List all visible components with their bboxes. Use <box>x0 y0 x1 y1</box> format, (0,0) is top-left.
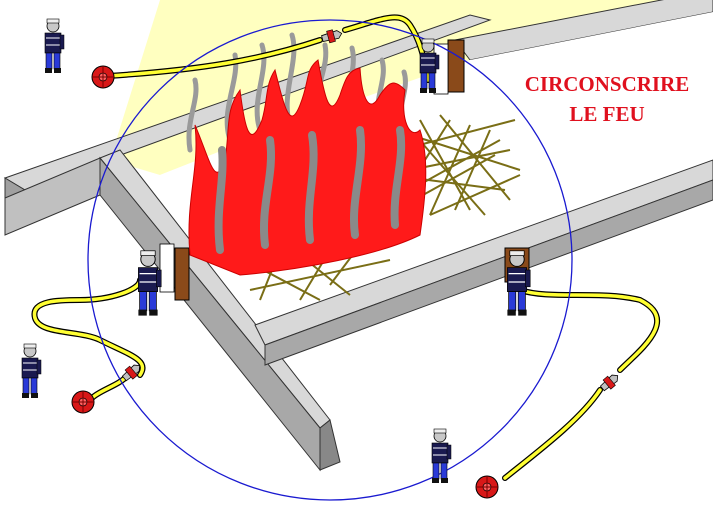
firefighter-icon <box>22 344 41 398</box>
hose-reel-icon <box>72 391 94 413</box>
hose-reel-icon <box>92 66 114 88</box>
firefighter-icon <box>45 19 64 73</box>
caption-line-1: CIRCONSCRIRE <box>502 72 712 97</box>
hose-reel-icon <box>476 476 498 498</box>
firefighter-icon <box>432 429 451 483</box>
door-icon <box>160 244 189 300</box>
caption-line-2: LE FEU <box>502 102 712 127</box>
